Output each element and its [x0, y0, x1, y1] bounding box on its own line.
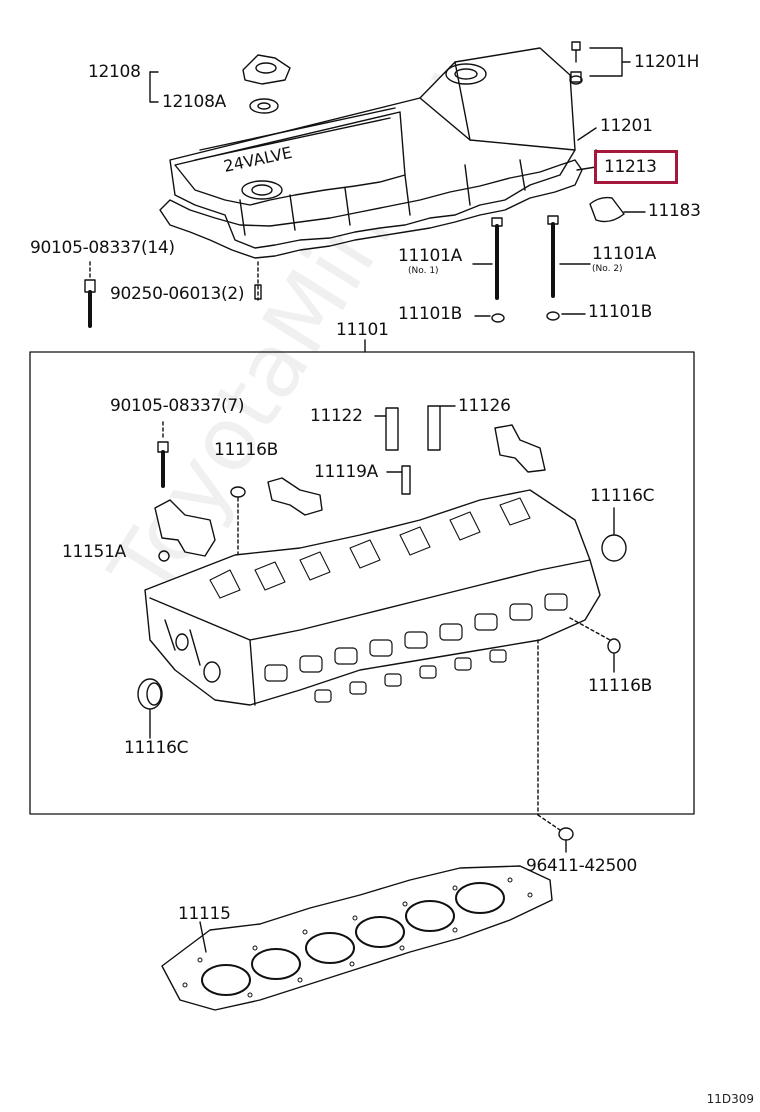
- label-11122[interactable]: 11122: [310, 406, 363, 426]
- label-11213[interactable]: 11213: [604, 157, 657, 177]
- label-96411-42500[interactable]: 96411-42500: [526, 856, 637, 876]
- bearing-cap-mid: [267, 477, 323, 516]
- semicircular-plug: [589, 196, 625, 223]
- label-11101a-no1[interactable]: 11101A: [398, 246, 462, 266]
- label-12108[interactable]: 12108: [88, 62, 141, 82]
- bearing-cap-right: [494, 424, 546, 473]
- plug-96411: [558, 827, 574, 841]
- label-11183[interactable]: 11183: [648, 201, 701, 221]
- label-11126[interactable]: 11126: [458, 396, 511, 416]
- label-11101[interactable]: 11101: [336, 320, 389, 340]
- figure-code: 11D309: [706, 1092, 754, 1106]
- head-bolt-no2: [547, 215, 559, 298]
- assembly-frame: [29, 351, 695, 815]
- label-no1: (No. 1): [408, 266, 439, 276]
- label-90105-08337-7[interactable]: 90105-08337(7): [110, 396, 245, 416]
- cylinder-head: [144, 489, 601, 706]
- bolt-7: [157, 421, 169, 488]
- label-11151a[interactable]: 11151A: [62, 542, 126, 562]
- label-11101a-no2[interactable]: 11101A: [592, 244, 656, 264]
- plug-right: [601, 534, 627, 562]
- label-11101b-right[interactable]: 11101B: [588, 302, 652, 322]
- label-11116b-right[interactable]: 11116B: [588, 676, 652, 696]
- label-11101b-left[interactable]: 11101B: [398, 304, 462, 324]
- label-12108a[interactable]: 12108A: [162, 92, 226, 112]
- label-11116b-top[interactable]: 11116B: [214, 440, 278, 460]
- label-11201[interactable]: 11201: [600, 116, 653, 136]
- label-90105-08337-14[interactable]: 90105-08337(14): [30, 238, 175, 258]
- plug-left: [137, 678, 163, 710]
- cylinder-head-cover: 24VALVE: [169, 47, 576, 249]
- cover-bolt: [569, 41, 583, 85]
- head-gasket: [161, 865, 553, 1011]
- bearing-cap-left: [154, 499, 216, 557]
- label-11119a[interactable]: 11119A: [314, 462, 378, 482]
- oil-filler-cap: [242, 54, 291, 114]
- label-11116c-right[interactable]: 11116C: [590, 486, 655, 506]
- label-11115[interactable]: 11115: [178, 904, 231, 924]
- label-11201h[interactable]: 11201H: [634, 52, 700, 72]
- cover-gasket: [159, 159, 583, 259]
- label-no2: (No. 2): [592, 264, 623, 274]
- label-11116c-left[interactable]: 11116C: [124, 738, 189, 758]
- head-bolt-no1: [491, 217, 503, 300]
- head-bolt-14: [84, 261, 96, 328]
- highlighted-part-box: [594, 150, 678, 184]
- label-90250-06013-2[interactable]: 90250-06013(2): [110, 284, 245, 304]
